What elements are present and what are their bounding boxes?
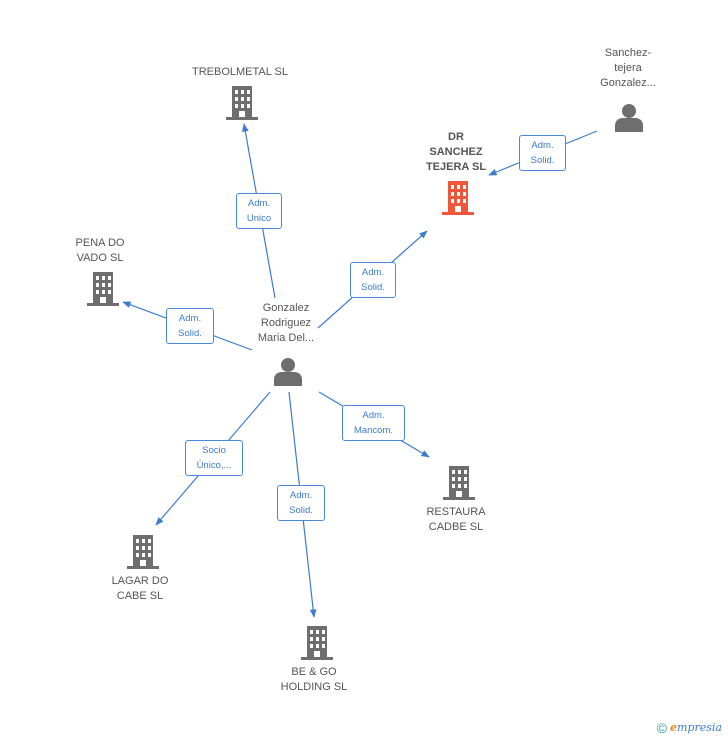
node-label-restaura[interactable]: RESTAURA CADBE SL xyxy=(426,506,486,533)
person-icon[interactable] xyxy=(273,356,303,386)
edge-label-gonzalez-trebolmetal[interactable]: Adm. Unico xyxy=(236,193,282,229)
person-icon[interactable] xyxy=(614,102,644,132)
building-icon[interactable] xyxy=(87,272,119,306)
building-icon[interactable] xyxy=(127,535,159,569)
edge-label-gonzalez-restaura[interactable]: Adm. Mancom. xyxy=(342,405,405,441)
node-label-sanchez-tejera[interactable]: Sanchez- tejera Gonzalez... xyxy=(600,47,656,89)
building-icon[interactable] xyxy=(442,181,474,215)
node-label-gonzalez[interactable]: Gonzalez Rodriguez Maria Del... xyxy=(257,302,315,344)
node-label-trebolmetal[interactable]: TREBOLMETAL SL xyxy=(192,66,288,78)
copyright-icon: © xyxy=(656,720,667,736)
node-label-pena-do-vado[interactable]: PENA DO VADO SL xyxy=(75,237,125,264)
edge-label-gonzalez-dr-sanchez[interactable]: Adm. Solid. xyxy=(350,262,396,298)
node-label-bego[interactable]: BE & GO HOLDING SL xyxy=(280,666,348,693)
building-icon[interactable] xyxy=(443,466,475,500)
edge-label-sanchez-tejera-dr-sanchez[interactable]: Adm. Solid. xyxy=(519,135,566,171)
empresia-logo[interactable]: empresia xyxy=(670,720,722,734)
building-icon[interactable] xyxy=(301,626,333,660)
building-icon[interactable] xyxy=(226,86,258,120)
node-label-lagar[interactable]: LAGAR DO CABE SL xyxy=(111,575,169,602)
copyright-footer: © empresia xyxy=(657,720,722,736)
node-label-dr-sanchez[interactable]: DR SANCHEZ TEJERA SL xyxy=(425,131,487,173)
edge-label-gonzalez-pena[interactable]: Adm. Solid. xyxy=(166,308,214,344)
edge-label-gonzalez-bego[interactable]: Adm. Solid. xyxy=(277,485,325,521)
edge-label-gonzalez-lagar[interactable]: Socio Único,... xyxy=(185,440,243,476)
